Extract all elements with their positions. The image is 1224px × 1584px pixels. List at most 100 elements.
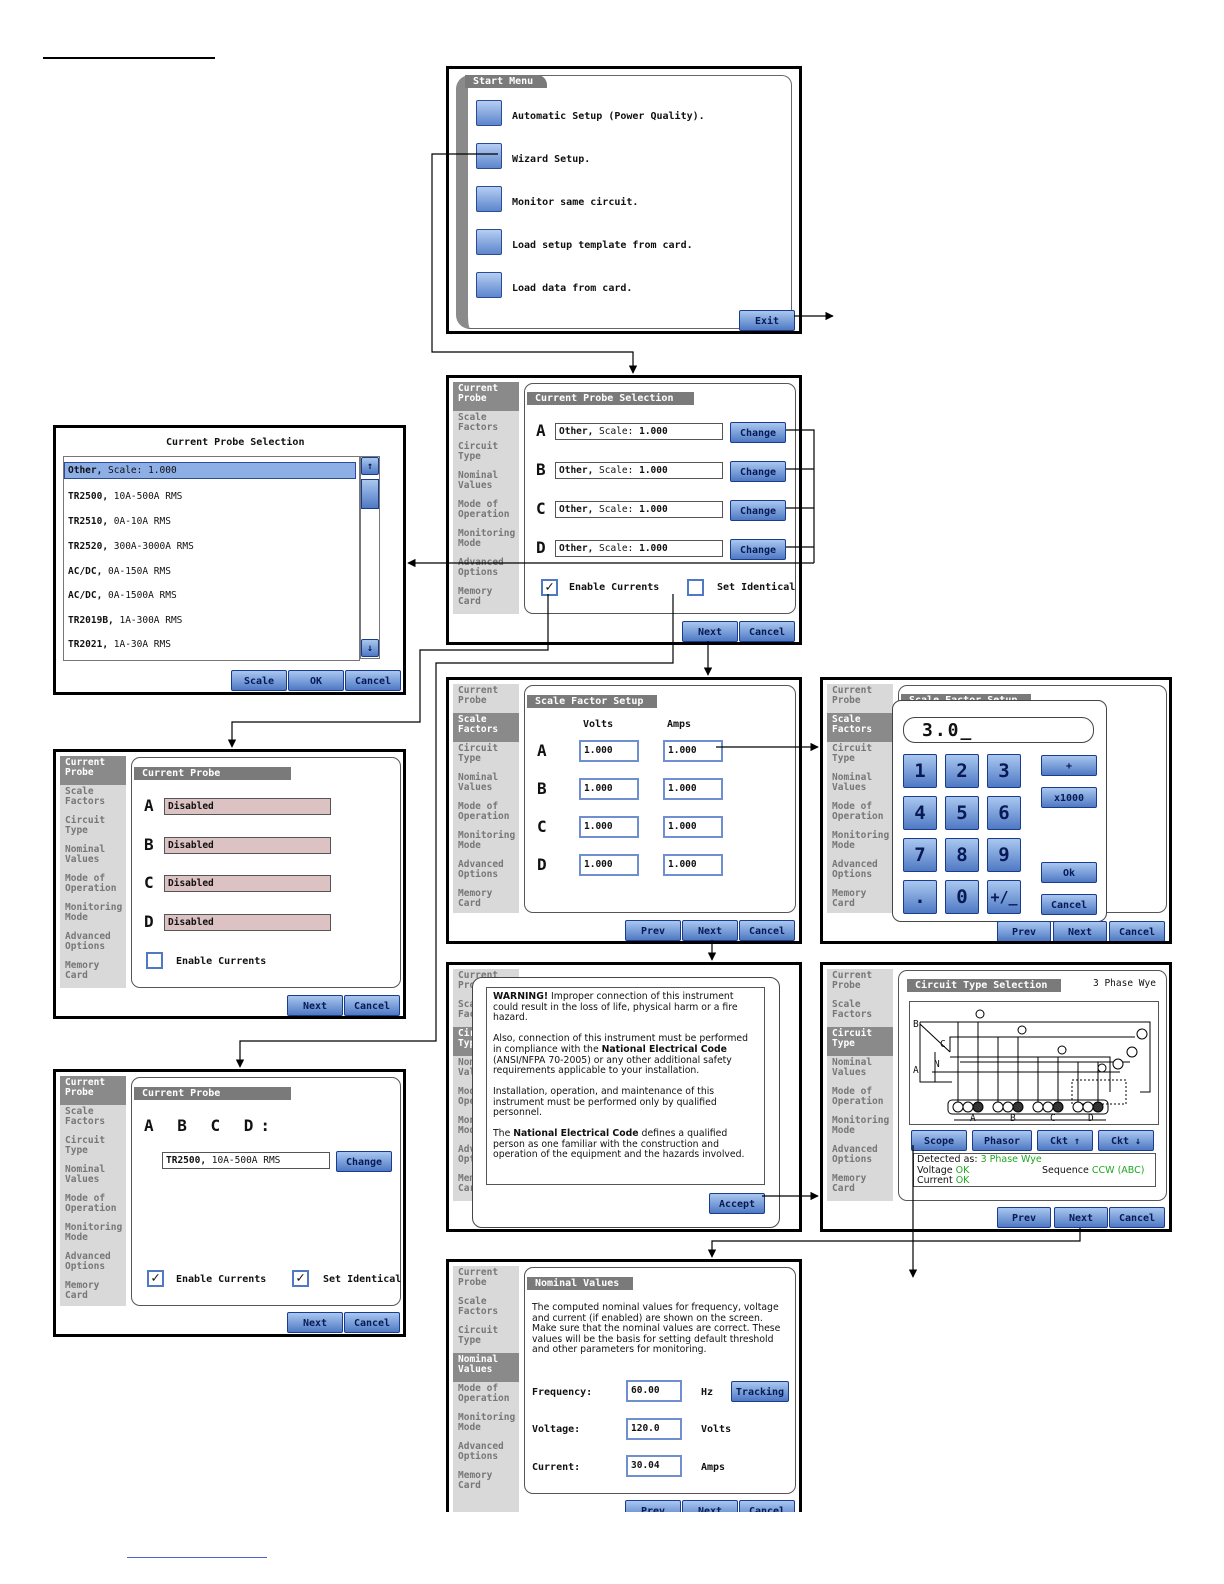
cancel-button[interactable]: Cancel	[1109, 921, 1165, 941]
key-3[interactable]: 3	[987, 754, 1021, 788]
sidebar-item-current-probe[interactable]: Current Probe	[458, 1267, 499, 1288]
sidebar-item-circuit-type[interactable]: Circuit Type	[458, 1325, 499, 1346]
sidebar-item-advanced-options[interactable]: Advanced Options	[458, 859, 504, 880]
next-button[interactable]: Next	[1054, 1207, 1108, 1228]
phase-c-volts-field[interactable]: 1.000	[579, 816, 639, 838]
phase-c-change-button[interactable]: Change	[730, 500, 786, 521]
sidebar-item-scale-factors[interactable]: Scale Factors	[458, 412, 499, 433]
probe-list-item[interactable]: AC/DC, 0A-150A RMS	[68, 566, 171, 578]
sidebar-item-advanced-options[interactable]: Advanced Options	[832, 1144, 878, 1165]
sidebar-item-monitoring-mode[interactable]: Monitoring Mode	[458, 1412, 516, 1433]
probe-list-item[interactable]: TR2520, 300A-3000A RMS	[68, 541, 194, 553]
cancel-button[interactable]: Cancel	[344, 995, 400, 1016]
scroll-down-arrow-icon[interactable]: ↓	[361, 639, 379, 657]
sidebar-item-nominal-values[interactable]: Nominal Values	[832, 1057, 873, 1078]
scope-tab[interactable]: Scope	[911, 1130, 967, 1151]
scroll-up-arrow-icon[interactable]: ↑	[361, 457, 379, 475]
sidebar-item-mode-of-operation[interactable]: Mode of Operation	[65, 1193, 117, 1214]
prev-button[interactable]: Prev	[625, 920, 681, 941]
sidebar-item-memory-card[interactable]: Memory Card	[832, 1173, 867, 1194]
sidebar-item-monitoring-mode[interactable]: Monitoring Mode	[458, 830, 516, 851]
sidebar-item-mode-of-operation[interactable]: Mode of Operation	[832, 801, 884, 822]
sidebar-item-advanced-options[interactable]: Advanced Options	[65, 1251, 111, 1272]
sidebar-item-nominal-values[interactable]: Nominal Values	[453, 1353, 519, 1382]
sidebar-item-monitoring-mode[interactable]: Monitoring Mode	[65, 1222, 123, 1243]
sidebar-item-memory-card[interactable]: Memory Card	[65, 960, 100, 981]
wizard-setup-button[interactable]	[476, 143, 502, 169]
phase-a-amps-field[interactable]: 1.000	[663, 740, 723, 762]
automatic-setup-button[interactable]	[476, 100, 502, 126]
sidebar-item-mode-of-operation[interactable]: Mode of Operation	[458, 499, 510, 520]
key-6[interactable]: 6	[987, 796, 1021, 830]
scroll-thumb[interactable]	[361, 479, 379, 509]
next-button[interactable]: Next	[682, 1500, 738, 1512]
sidebar-item-nominal-values[interactable]: Nominal Values	[458, 470, 499, 491]
sidebar-item-nominal-values[interactable]: Nominal Values	[65, 1164, 106, 1185]
sidebar-item-scale-factors[interactable]: Scale Factors	[65, 1106, 106, 1127]
key-0[interactable]: 0	[945, 880, 979, 914]
key-sign[interactable]: +/_	[987, 880, 1021, 914]
cancel-button[interactable]: Cancel	[344, 1312, 400, 1333]
key-7[interactable]: 7	[903, 838, 937, 872]
sidebar-item-current-probe[interactable]: Current Probe	[458, 685, 499, 706]
sidebar-item-scale-factors[interactable]: Scale Factors	[458, 1296, 499, 1317]
circuit-down-button[interactable]: Ckt ↓	[1098, 1130, 1154, 1151]
sidebar-item-scale-factors[interactable]: Scale Factors	[827, 713, 893, 742]
sidebar-item-monitoring-mode[interactable]: Monitoring Mode	[832, 1115, 890, 1136]
sidebar-item-memory-card[interactable]: Memory Card	[458, 586, 493, 607]
scale-button[interactable]: Scale	[231, 670, 287, 691]
sidebar-item-current-probe[interactable]: Current Probe	[832, 970, 873, 991]
sidebar-item-advanced-options[interactable]: Advanced Options	[832, 859, 878, 880]
identical-probe-field[interactable]: TR2500, 10A-500A RMS	[162, 1152, 330, 1169]
cancel-button[interactable]: Cancel	[1109, 1207, 1165, 1228]
key-8[interactable]: 8	[945, 838, 979, 872]
enable-currents-checkbox[interactable]: ✓	[541, 579, 558, 596]
sidebar-item-mode-of-operation[interactable]: Mode of Operation	[458, 801, 510, 822]
phase-a-change-button[interactable]: Change	[730, 422, 786, 443]
current-field[interactable]: 30.04	[626, 1455, 682, 1477]
sidebar-item-current-probe[interactable]: Current Probe	[60, 1076, 126, 1105]
next-button[interactable]: Next	[682, 621, 738, 642]
probe-list-item[interactable]: TR2510, 0A-10A RMS	[68, 516, 171, 528]
phase-c-probe-field[interactable]: Other, Scale: 1.000	[555, 501, 723, 518]
probe-list-item[interactable]: AC/DC, 0A-1500A RMS	[68, 590, 177, 602]
sidebar-item-advanced-options[interactable]: Advanced Options	[458, 557, 504, 578]
sidebar-item-circuit-type[interactable]: Circuit Type	[827, 1027, 893, 1056]
set-identical-checkbox[interactable]	[687, 579, 704, 596]
cancel-button[interactable]: Cancel	[739, 1500, 795, 1512]
enable-currents-checkbox[interactable]	[146, 952, 163, 969]
sidebar-item-circuit-type[interactable]: Circuit Type	[65, 1135, 106, 1156]
frequency-field[interactable]: 60.00	[626, 1380, 682, 1402]
circuit-up-button[interactable]: Ckt ↑	[1037, 1130, 1093, 1151]
sidebar-item-circuit-type[interactable]: Circuit Type	[458, 441, 499, 462]
sidebar-item-advanced-options[interactable]: Advanced Options	[65, 931, 111, 952]
sidebar-item-current-probe[interactable]: Current Probe	[60, 756, 126, 785]
phase-d-change-button[interactable]: Change	[730, 539, 786, 560]
enable-currents-checkbox[interactable]: ✓	[147, 1270, 164, 1287]
phase-b-change-button[interactable]: Change	[730, 461, 786, 482]
voltage-field[interactable]: 120.0	[626, 1418, 682, 1440]
sidebar-item-scale-factors[interactable]: Scale Factors	[832, 999, 873, 1020]
load-data-button[interactable]	[476, 272, 502, 298]
cancel-button[interactable]: Cancel	[345, 670, 401, 691]
sidebar-item-nominal-values[interactable]: Nominal Values	[832, 772, 873, 793]
x1000-button[interactable]: x1000	[1041, 787, 1097, 808]
sidebar-item-monitoring-mode[interactable]: Monitoring Mode	[65, 902, 123, 923]
probe-list-item[interactable]: TR2021, 1A-30A RMS	[68, 639, 171, 651]
sidebar-item-nominal-values[interactable]: Nominal Values	[65, 844, 106, 865]
sidebar-item-scale-factors[interactable]: Scale Factors	[453, 713, 519, 742]
next-button[interactable]: Next	[287, 995, 343, 1016]
sidebar-item-memory-card[interactable]: Memory Card	[458, 888, 493, 909]
sidebar-item-monitoring-mode[interactable]: Monitoring Mode	[458, 528, 516, 549]
key-5[interactable]: 5	[945, 796, 979, 830]
monitor-same-circuit-button[interactable]	[476, 186, 502, 212]
sidebar-item-current-probe[interactable]: Current Probe	[453, 382, 519, 411]
sidebar-item-nominal-values[interactable]: Nominal Values	[458, 772, 499, 793]
keypad-cancel-button[interactable]: Cancel	[1041, 894, 1097, 915]
sidebar-item-memory-card[interactable]: Memory Card	[832, 888, 867, 909]
probe-list-item[interactable]: TR2019B, 1A-300A RMS	[68, 615, 182, 627]
sidebar-item-monitoring-mode[interactable]: Monitoring Mode	[832, 830, 890, 851]
sidebar-item-memory-card[interactable]: Memory Card	[458, 1470, 493, 1491]
sidebar-item-advanced-options[interactable]: Advanced Options	[458, 1441, 504, 1462]
set-identical-checkbox[interactable]: ✓	[292, 1270, 309, 1287]
